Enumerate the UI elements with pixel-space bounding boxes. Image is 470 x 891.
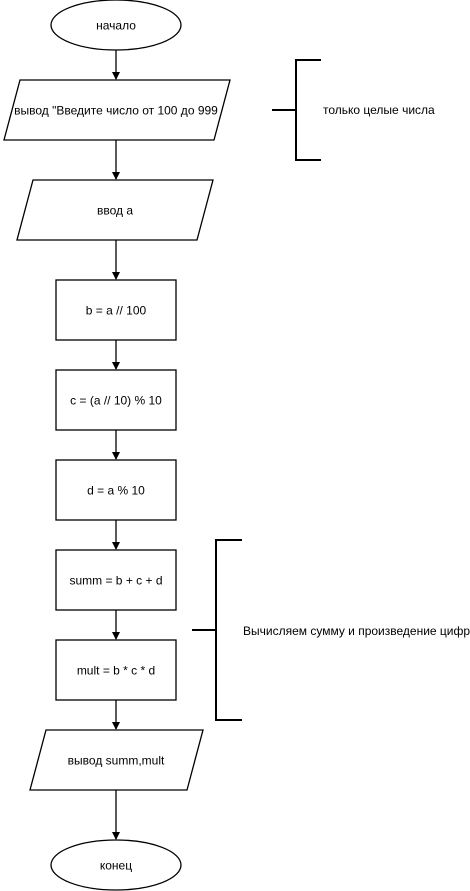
compute-annotation: Вычисляем сумму и произведение цифр [192, 539, 470, 721]
process-product-box [55, 639, 177, 701]
end-label: конец [100, 859, 132, 873]
process-units-node: d = a % 10 [55, 459, 177, 521]
start-ellipse [50, 0, 182, 51]
integers-annotation-bracket [272, 59, 321, 161]
input-label: ввод a [97, 204, 133, 218]
process-hundreds-node: b = a // 100 [55, 279, 177, 341]
process-units-label: d = a % 10 [87, 484, 145, 498]
output-prompt-label: вывод "Введите число от 100 до 999 [14, 104, 218, 118]
end-node: конец [50, 839, 182, 891]
process-sum-box [55, 549, 177, 611]
start-label: начало [96, 19, 136, 33]
process-hundreds-label: b = a // 100 [86, 304, 147, 318]
process-product-label: mult = b * c * d [77, 664, 155, 678]
compute-annotation-text: Вычисляем сумму и произведение цифр [243, 624, 470, 638]
process-sum-node: summ = b + c + d [55, 549, 177, 611]
process-tens-node: c = (a // 10) % 10 [55, 369, 177, 431]
process-tens-label: c = (a // 10) % 10 [70, 394, 162, 408]
process-hundreds-box [55, 279, 177, 341]
end-ellipse [50, 839, 182, 891]
process-tens-box [55, 369, 177, 431]
process-sum-label: summ = b + c + d [69, 574, 162, 588]
compute-annotation-bracket [192, 539, 242, 721]
process-units-box [55, 459, 177, 521]
output-prompt-node: вывод "Введите число от 100 до 999 [3, 79, 231, 141]
output-prompt-shape [3, 79, 231, 141]
output-result-label: вывод summ,mult [68, 754, 165, 768]
process-product-node: mult = b * c * d [55, 639, 177, 701]
start-node: начало [50, 0, 182, 51]
input-shape [16, 179, 214, 241]
integers-annotation-text: только целые числа [323, 103, 435, 117]
integers-annotation: только целые числа [272, 59, 435, 161]
output-result-shape [29, 729, 204, 791]
output-result-node: вывод summ,mult [29, 729, 204, 791]
input-node: ввод a [16, 179, 214, 241]
